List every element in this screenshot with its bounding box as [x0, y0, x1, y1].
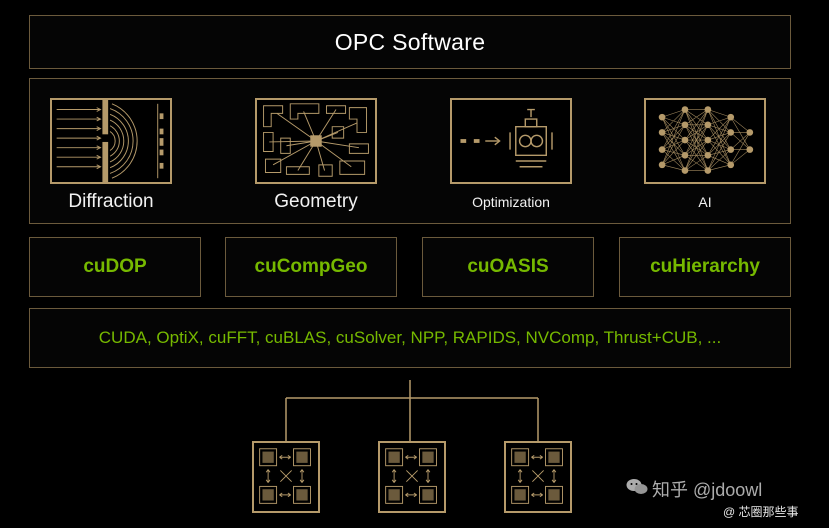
- neural-network-icon: [644, 98, 766, 184]
- library-cuhierarchy: cuHierarchy: [619, 237, 791, 297]
- optimization-label: Optimization: [472, 194, 550, 210]
- geometry-icon: [255, 98, 377, 184]
- ai-label: AI: [698, 194, 712, 210]
- gpu-chip-icon: [504, 441, 572, 513]
- library-cudop: cuDOP: [29, 237, 201, 297]
- title-box: OPC Software: [29, 15, 791, 69]
- library-cudop-label: cuDOP: [83, 256, 147, 277]
- algorithm-panel: Diffraction: [29, 78, 791, 224]
- cuda-stack-box: CUDA, OptiX, cuFFT, cuBLAS, cuSolver, NP…: [29, 308, 791, 368]
- watermark-account: @ 芯圈那些事: [723, 505, 799, 519]
- library-cuoasis: cuOASIS: [422, 237, 594, 297]
- library-cucompgeo-label: cuCompGeo: [254, 256, 368, 277]
- library-cuoasis-label: cuOASIS: [467, 256, 549, 277]
- gpu-chip-icon: [252, 441, 320, 513]
- library-cuhierarchy-label: cuHierarchy: [650, 256, 760, 277]
- library-cucompgeo: cuCompGeo: [225, 237, 397, 297]
- wechat-logo-icon: [626, 479, 648, 494]
- diffraction-icon: [50, 98, 172, 184]
- diffraction-label: Diffraction: [68, 191, 154, 212]
- gpu-chip-icon: [378, 441, 446, 513]
- watermark-zhihu: 知乎 @jdoowl: [652, 480, 763, 500]
- geometry-label: Geometry: [274, 191, 358, 212]
- cuda-stack-text: CUDA, OptiX, cuFFT, cuBLAS, cuSolver, NP…: [98, 328, 722, 347]
- optimization-icon: [450, 98, 572, 184]
- title-text: OPC Software: [334, 28, 486, 55]
